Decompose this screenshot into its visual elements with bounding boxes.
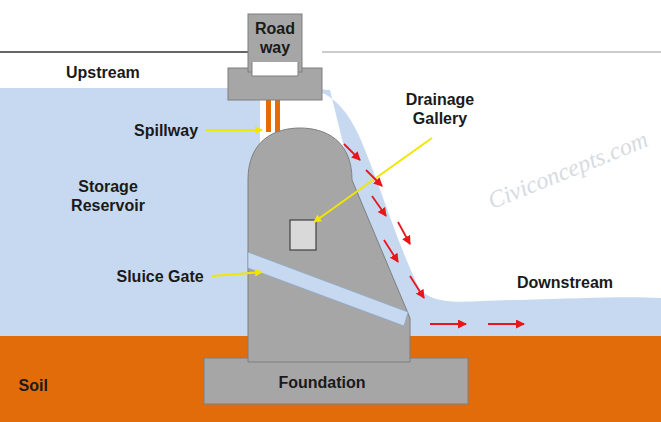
- foundation-block: [204, 358, 468, 404]
- part-label: Upstream: [66, 63, 140, 82]
- reservoir-water: [0, 88, 260, 338]
- watermark: Civiconcepts.com: [484, 125, 652, 215]
- node-text: Road way: [252, 19, 298, 57]
- sluice-channel: [248, 252, 408, 326]
- part-label: Soil: [19, 376, 48, 395]
- gallery-opening: [290, 220, 316, 250]
- foundation-box: Foundation: [275, 371, 369, 395]
- spillway-bar: [275, 98, 280, 132]
- ground-line: [322, 52, 661, 53]
- leader-arrow: [212, 272, 262, 276]
- part-label: Sluice Gate: [117, 267, 204, 286]
- part-label: Spillway: [134, 121, 198, 140]
- spillway-bar: [266, 98, 271, 132]
- part-label: Downstream: [517, 273, 613, 292]
- leader-arrow: [314, 138, 432, 222]
- part-label: Storage Reservoir: [63, 177, 153, 215]
- ground-line: [0, 51, 250, 53]
- roadway-box: Road way: [249, 17, 301, 60]
- leader-arrow: [206, 129, 262, 131]
- dam-body: [248, 128, 410, 362]
- part-label: Drainage Gallery: [400, 90, 480, 128]
- flow-arrows: [344, 144, 524, 324]
- roadway-channel: [252, 62, 298, 76]
- node-text: Foundation: [278, 373, 365, 392]
